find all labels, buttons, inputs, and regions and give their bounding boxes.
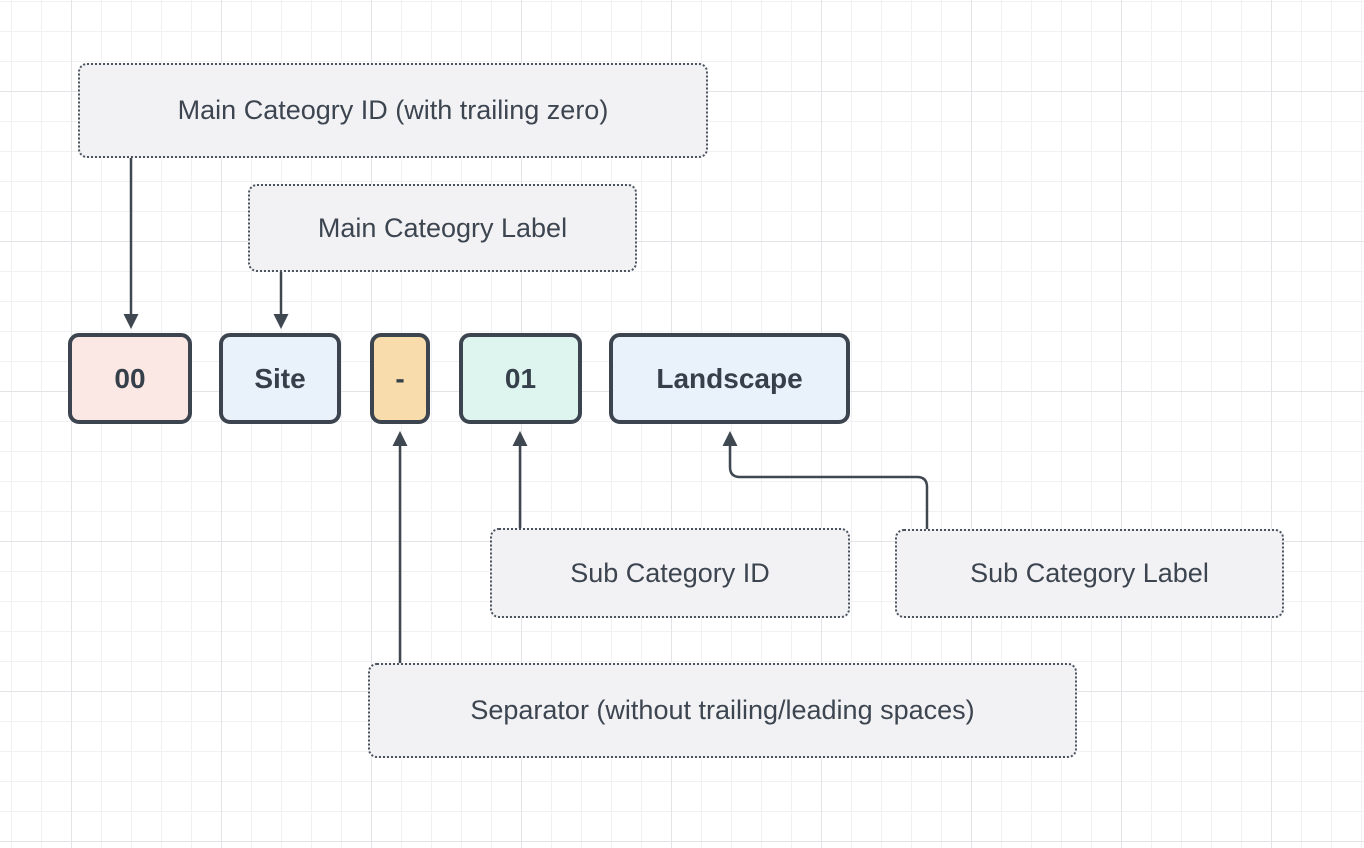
callout-separator: Separator (without trailing/leading spac… bbox=[368, 663, 1077, 758]
callout-sub-category-id: Sub Category ID bbox=[490, 528, 850, 618]
token-sub-category-label: Landscape bbox=[609, 333, 850, 424]
token-separator: - bbox=[370, 333, 430, 424]
callout-main-category-label: Main Cateogry Label bbox=[248, 184, 637, 272]
callout-sub-category-label: Sub Category Label bbox=[895, 529, 1284, 618]
callout-main-category-id: Main Cateogry ID (with trailing zero) bbox=[78, 63, 708, 158]
arrow-sub-category-label bbox=[722, 431, 929, 530]
token-main-category-id: 00 bbox=[68, 333, 192, 424]
token-main-category-label: Site bbox=[219, 333, 341, 424]
token-sub-category-id: 01 bbox=[459, 333, 582, 424]
